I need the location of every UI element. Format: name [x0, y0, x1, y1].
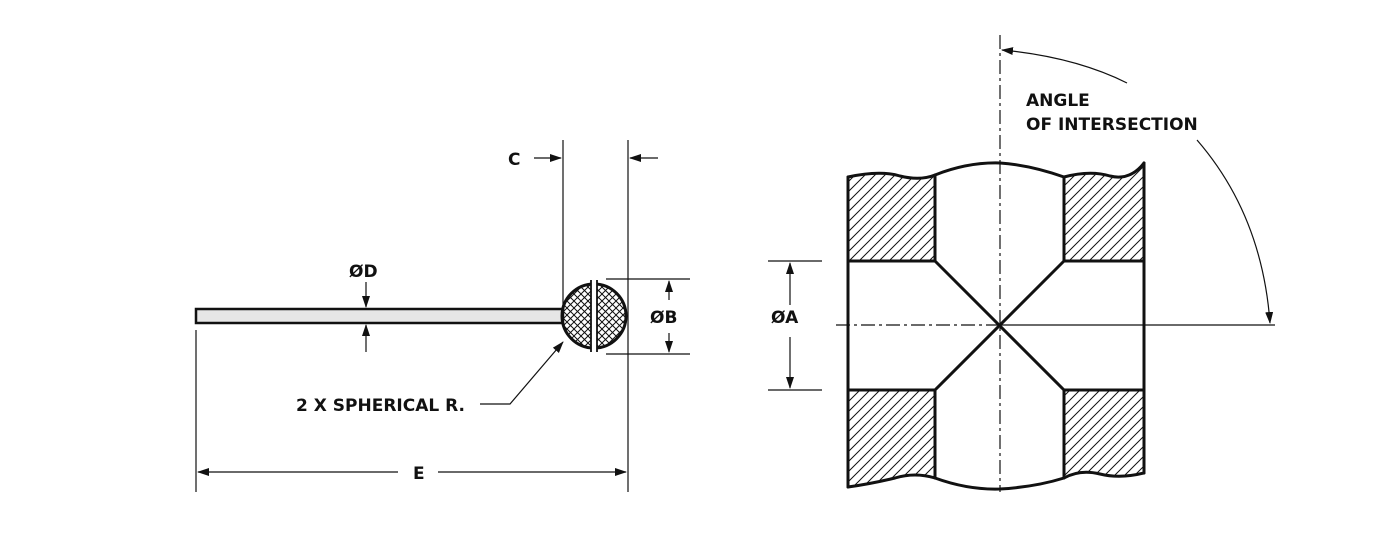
- hatch-block-bottom-right: [1064, 390, 1144, 478]
- label-angle-line2: OF INTERSECTION: [1026, 115, 1198, 135]
- probe-shaft: [194, 307, 565, 325]
- label-angle-line1: ANGLE: [1026, 91, 1090, 111]
- hatch-block-top-right: [1064, 163, 1144, 261]
- probe-view: C ØD ØB 2 X SPHERICAL R. E: [194, 140, 690, 492]
- label-e: E: [413, 464, 425, 484]
- label-spherical: 2 X SPHERICAL R.: [296, 396, 465, 416]
- hatch-block-top-left: [848, 173, 935, 261]
- label-a: ØA: [771, 308, 799, 328]
- label-d: ØD: [349, 262, 378, 282]
- label-b: ØB: [650, 308, 677, 328]
- probe-ball: [560, 280, 628, 352]
- section-view: ØA ANGLE OF INTERSECTION: [768, 35, 1275, 492]
- hatch-block-bottom-left: [848, 390, 935, 487]
- label-c: C: [508, 150, 520, 170]
